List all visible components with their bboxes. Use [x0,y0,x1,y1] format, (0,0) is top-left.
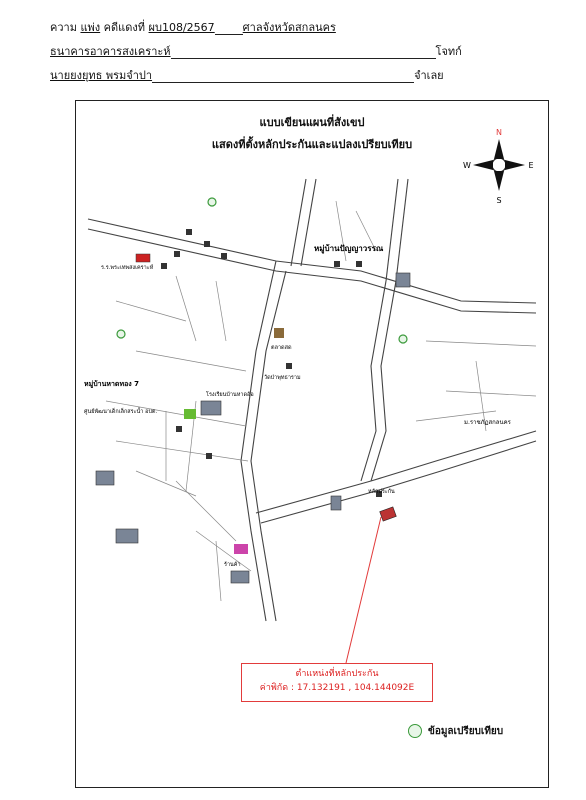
plaintiff-name: ธนาคารอาคารสงเคราะห์ [50,45,171,58]
compass-n: N [496,128,502,137]
callout-coords: ค่าพิกัด : 17.132191 , 104.144092E [259,683,415,693]
callout-title: ตำแหน่งที่หลักประกัน [295,669,379,679]
compass-s: S [496,196,501,205]
case-prefix: ความ [50,21,81,34]
map-subtitle: แสดงที่ตั้งหลักประกันและแปลงเปรียบเทียบ [211,138,413,151]
defendant-name: นายยงยุทธ พรมจำปา [50,69,153,82]
car-icon [135,253,151,263]
school-icon [184,409,196,419]
label-east: ม.ราชภัฏสกลนคร [464,419,512,426]
collateral-callout: ตำแหน่งที่หลักประกัน ค่าพิกัด : 17.13219… [241,663,433,702]
collateral-marker-icon [379,506,397,522]
label-store: ร้านค้า [224,561,241,568]
label-hospital: โรงเรียนบ้านหาดอ้อ [206,390,254,398]
legend-circle-icon [408,724,422,738]
building-icons [95,272,411,584]
header-line-3: นายยงยุทธ พรมจำปา จำเลย [50,69,444,83]
callout-leader [345,516,382,664]
temple-icon [274,328,284,338]
comparison-markers [116,197,408,344]
header-line-1: ความ แพ่ง คดีแดงที่ ผบ108/2567 ศาลจังหวัด… [50,21,336,35]
header-line-2: ธนาคารอาคารสงเคราะห์ โจทก์ [50,45,462,59]
map-legend: ข้อมูลเปรียบเทียบ [408,724,503,739]
label-school: ร.ร.พระเทพสงเคราะห์ [101,264,154,271]
label-market: ตลาดสด [271,344,292,351]
case-type: แพ่ง [80,21,101,34]
legend-label: ข้อมูลเปรียบเทียบ [428,726,504,737]
court-name: ศาลจังหวัดสกลนคร [242,21,336,34]
compass-e: E [528,161,533,170]
main-roads [87,178,537,622]
label-village-north: หมู่บ้านปัญญาวรรณ [314,243,384,254]
label-center: ศูนย์พัฒนาเด็กเล็กสระน้ำ อบต. [84,407,158,415]
store-icon [234,544,248,554]
defendant-role: จำเลย [414,69,444,82]
minor-roads [105,200,537,602]
plaintiff-role: โจทก์ [435,45,462,58]
label-village-west: หมู่บ้านหาดทอง 7 [84,379,139,389]
case-mid: คดีแดงที่ [100,21,149,34]
label-temple: วัดป่าพุทธาราม [264,374,301,381]
map-frame: แบบเขียนแผนที่สังเขป แสดงที่ตั้งหลักประก… [75,100,549,788]
house-icons [161,229,382,497]
case-number: ผบ108/2567 [148,21,215,34]
compass-w: W [463,161,471,170]
map-canvas: N S E W [84,128,537,664]
map-title: แบบเขียนแผนที่สังเขป [259,116,365,129]
label-collateral: หลักประกัน [368,488,395,495]
compass-icon: N S E W [463,128,533,205]
